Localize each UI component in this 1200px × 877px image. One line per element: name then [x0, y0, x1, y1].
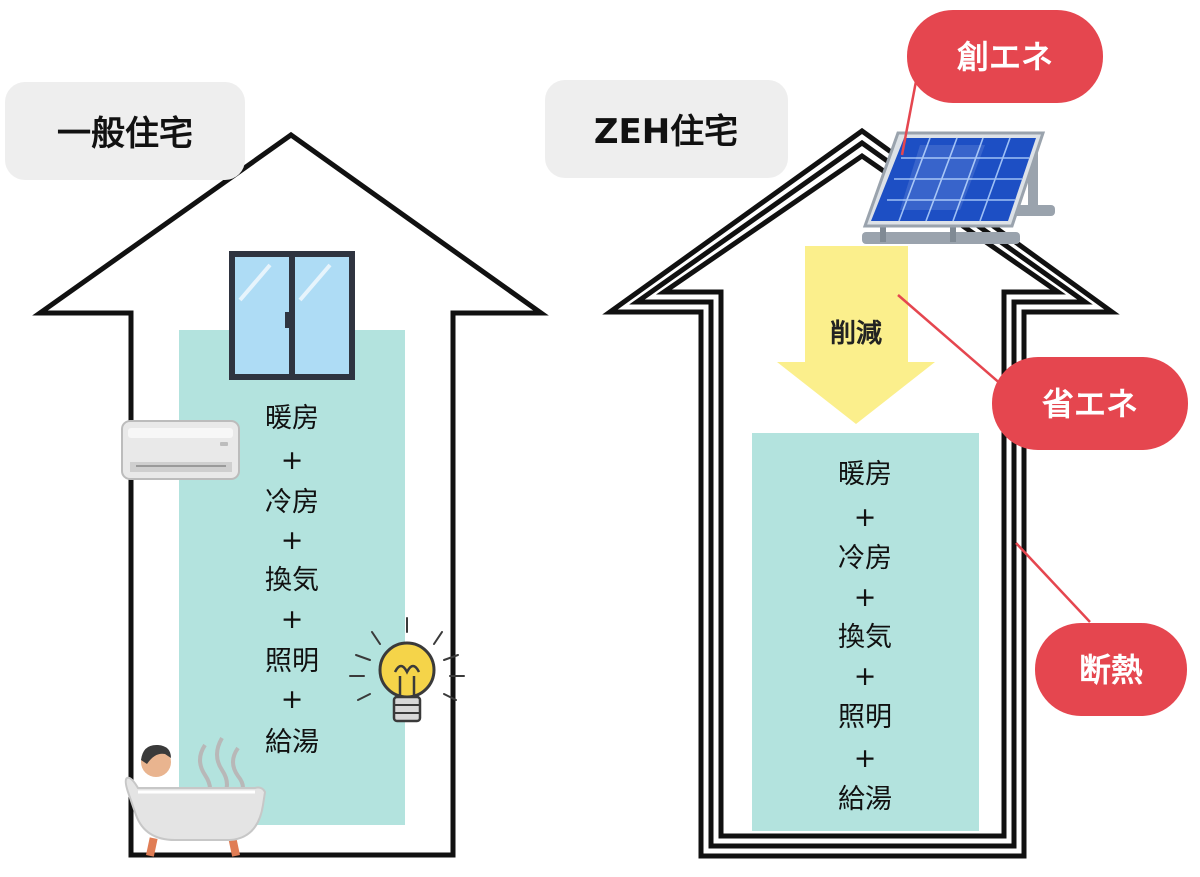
left-usage-heating: 暖房	[265, 403, 319, 434]
left-usage-plus-1: +	[281, 445, 304, 476]
left-usage-plus-4: +	[281, 684, 304, 715]
right-usage-area	[752, 433, 979, 831]
left-usage-hot-water: 給湯	[265, 727, 319, 758]
left-usage-lighting: 照明	[265, 646, 319, 677]
left-usage-cooling: 冷房	[265, 487, 319, 518]
insulation-label: 断熱	[1079, 651, 1143, 689]
right-usage-hot-water: 給湯	[838, 784, 892, 815]
reduction-label: 削減	[830, 319, 882, 349]
light-bulb-icon	[349, 617, 465, 723]
bathtub-person-icon	[124, 736, 267, 857]
create-energy-leader	[900, 75, 919, 156]
right-usage-ventilation: 換気	[838, 622, 892, 653]
right-usage-plus-3: +	[854, 661, 877, 692]
insulation-badge: 断熱	[1035, 623, 1187, 716]
left-usage-area	[179, 330, 405, 825]
right-title-pill	[545, 80, 788, 178]
save-energy-badge: 省エネ	[992, 357, 1188, 450]
right-usage-cooling: 冷房	[838, 543, 892, 574]
callouts: 創エネ 省エネ 断熱	[897, 10, 1188, 716]
insulation-leader	[1015, 542, 1091, 623]
create-energy-label: 創エネ	[957, 38, 1053, 76]
right-usage-plus-1: +	[854, 502, 877, 533]
save-energy-label: 省エネ	[1042, 385, 1138, 423]
reduction-arrow	[777, 246, 935, 424]
left-usage-list: 暖房 + 冷房 + 換気 + 照明 + 給湯	[265, 403, 319, 758]
air-conditioner-icon	[121, 420, 240, 480]
right-usage-plus-4: +	[854, 743, 877, 774]
left-title-pill	[5, 82, 245, 180]
right-usage-plus-2: +	[854, 582, 877, 613]
right-usage-lighting: 照明	[838, 702, 892, 733]
solar-panel-icon	[862, 131, 1055, 244]
window-icon	[229, 251, 355, 380]
left-house: 一般住宅	[5, 82, 549, 858]
left-usage-plus-3: +	[281, 604, 304, 635]
save-energy-leader	[897, 294, 1011, 393]
left-title: 一般住宅	[57, 114, 193, 154]
right-usage-heating: 暖房	[838, 459, 892, 490]
right-house: 削減 ZEH住宅 暖房 +	[545, 80, 1120, 859]
right-title: ZEH住宅	[594, 112, 738, 152]
left-usage-plus-2: +	[281, 525, 304, 556]
right-usage-list: 暖房 + 冷房 + 換気 + 照明 + 給湯	[838, 459, 892, 815]
left-usage-ventilation: 換気	[265, 565, 319, 596]
create-energy-badge: 創エネ	[907, 10, 1103, 103]
